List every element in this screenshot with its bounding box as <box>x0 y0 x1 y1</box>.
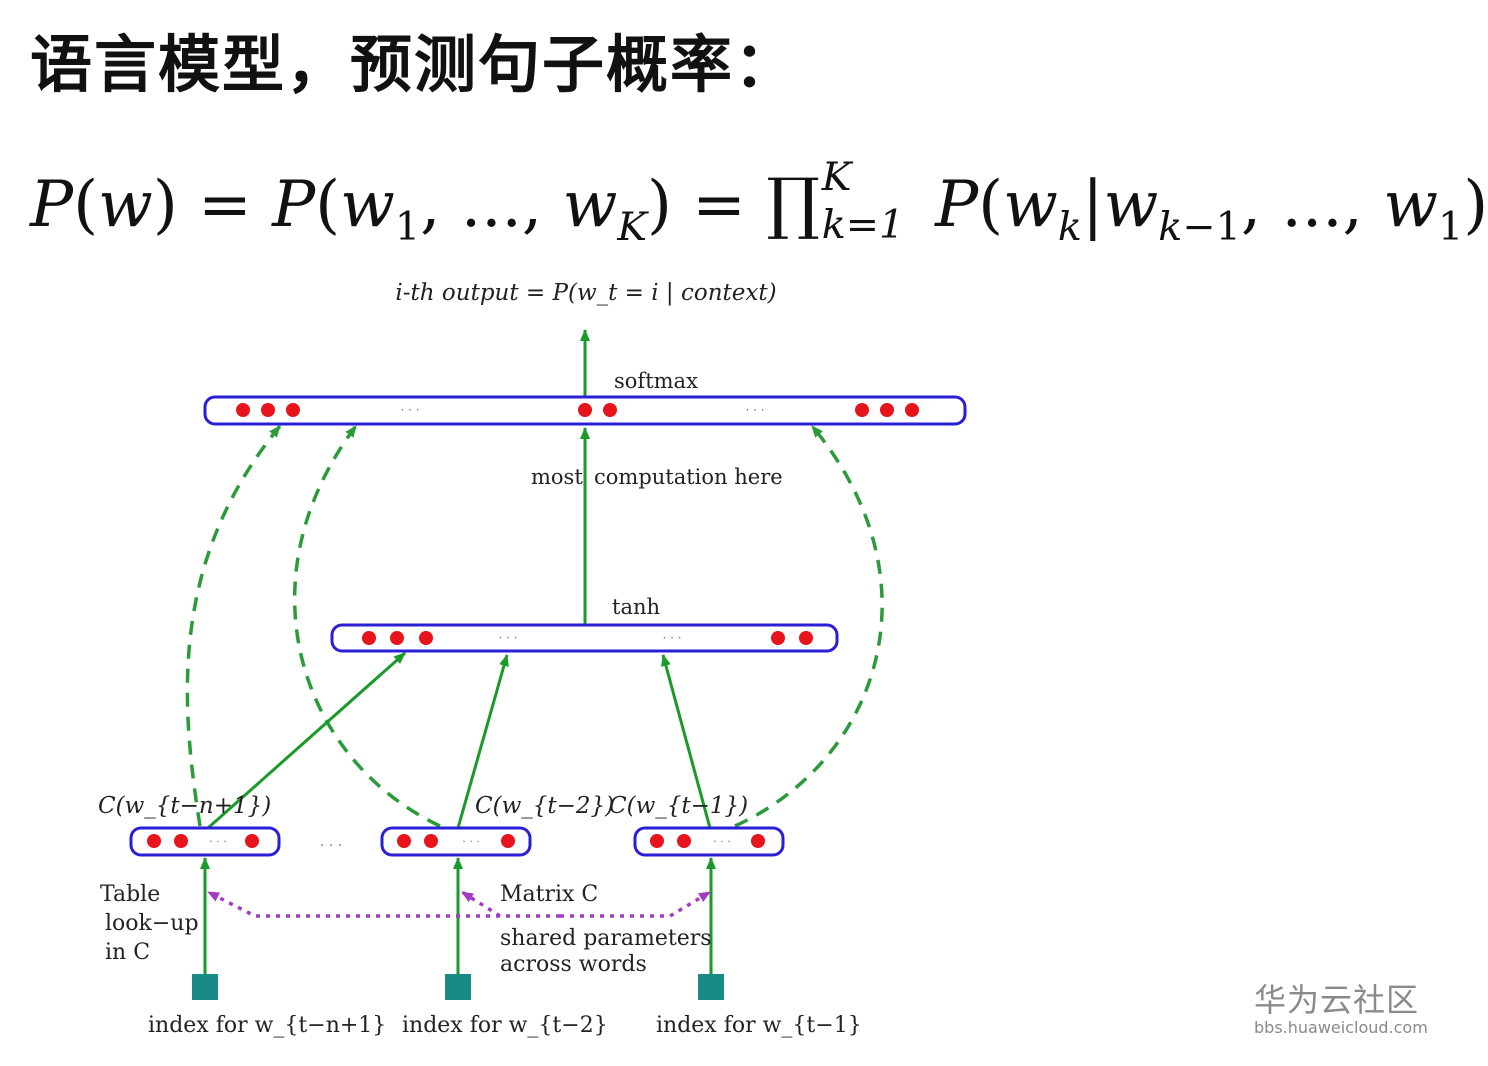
slide-title: 语言模型，预测句子概率： <box>30 28 799 101</box>
tanh-neurons <box>362 631 813 645</box>
index-square-2 <box>445 974 471 1000</box>
neuron <box>578 403 592 417</box>
forward-arrows <box>200 329 716 974</box>
neuron <box>174 834 188 848</box>
neuron <box>245 834 259 848</box>
softmax-neurons <box>236 403 919 417</box>
matrix-label: Matrix C <box>500 882 598 907</box>
watermark-name: 华为云社区 <box>1254 981 1420 1019</box>
shared-path-left <box>207 890 560 918</box>
neuron <box>880 403 894 417</box>
neuron <box>855 403 869 417</box>
softmax-label: softmax <box>614 369 698 393</box>
embedding-dots-3: · · · <box>713 835 730 848</box>
shared-label-line-2: across words <box>500 952 647 977</box>
computation-label-b: computation here <box>594 465 783 489</box>
table-lookup-line-1: Table <box>100 882 160 907</box>
neuron <box>799 631 813 645</box>
embedding-layer-1 <box>129 826 281 857</box>
embedding-label-1: C(w_{t−n+1}) <box>98 793 271 819</box>
tanh-layer <box>330 623 839 653</box>
neuron <box>261 403 275 417</box>
emb2-to-tanh-arrow <box>456 654 509 829</box>
neuron <box>147 834 161 848</box>
embedding-dots-2: · · · <box>462 835 479 848</box>
emb3-to-tanh-arrow <box>661 654 712 829</box>
watermark-url: bbs.huaweicloud.com <box>1254 1018 1428 1037</box>
embedding-layer-2 <box>380 826 532 857</box>
emb1-to-tanh-arrow <box>207 651 406 830</box>
embedding-label-2: C(w_{t−2}) <box>475 793 614 819</box>
tanh-dots-2: · · · <box>662 631 681 645</box>
index-label-1: index for w_{t−n+1} <box>148 1013 386 1038</box>
index-label-3: index for w_{t−1} <box>656 1013 862 1038</box>
shared-path-right <box>560 890 711 918</box>
neural-lm-diagram: · · · · · · · · · · · · · · · · · · · · … <box>98 280 967 1038</box>
neuron <box>501 834 515 848</box>
neuron <box>362 631 376 645</box>
neuron <box>650 834 664 848</box>
neuron <box>419 631 433 645</box>
neuron <box>677 834 691 848</box>
index-square-3 <box>698 974 724 1000</box>
product-symbol: ∏ <box>766 164 820 242</box>
skip-arrow-1 <box>185 424 282 827</box>
between-embeddings-dots: · · · <box>320 838 342 854</box>
computation-label-a: most <box>531 465 583 489</box>
skip-arrow-3 <box>734 424 884 828</box>
embedding-layer-3 <box>633 826 785 857</box>
neuron <box>771 631 785 645</box>
softmax-layer <box>203 395 967 426</box>
neuron <box>286 403 300 417</box>
embedding-neurons <box>147 834 765 848</box>
neuron <box>905 403 919 417</box>
tanh-dots-1: · · · <box>498 631 517 645</box>
skip-arrow-2 <box>292 424 441 828</box>
neuron <box>390 631 404 645</box>
neuron <box>397 834 411 848</box>
embedding-dots-1: · · · <box>209 835 226 848</box>
skip-connections <box>185 424 884 828</box>
table-lookup-line-3: in C <box>105 940 150 965</box>
table-lookup-line-2: look−up <box>105 911 199 936</box>
neuron <box>236 403 250 417</box>
shared-path-middle <box>461 890 501 918</box>
neuron <box>424 834 438 848</box>
neuron <box>751 834 765 848</box>
neuron <box>603 403 617 417</box>
softmax-dots-1: · · · <box>400 403 419 417</box>
shared-label-line-1: shared parameters <box>500 926 712 951</box>
tanh-label: tanh <box>612 595 660 619</box>
product-upper-limit: K <box>821 154 852 200</box>
output-label: i-th output = P(w_t = i | context) <box>395 280 776 306</box>
softmax-dots-2: · · · <box>745 403 764 417</box>
product-lower-limit: k=1 <box>821 202 905 248</box>
index-label-2: index for w_{t−2} <box>402 1013 608 1038</box>
shared-parameters-path <box>207 890 711 918</box>
index-square-1 <box>192 974 218 1000</box>
embedding-label-3: C(w_{t−1}) <box>609 793 748 819</box>
watermark: 华为云社区 bbs.huaweicloud.com <box>1254 984 1428 1036</box>
